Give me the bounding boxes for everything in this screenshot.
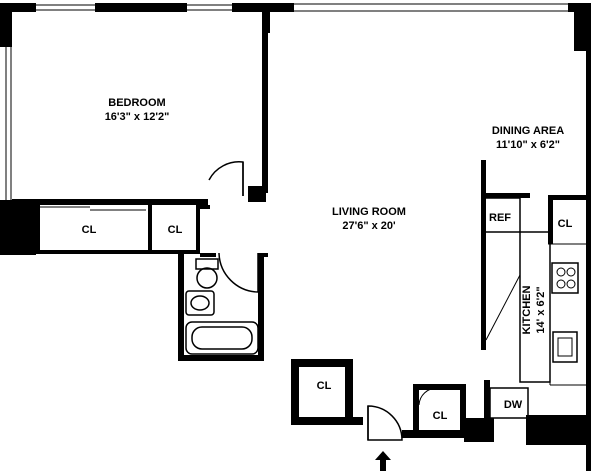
bedroom-size: 16'3" x 12'2" [105,111,170,123]
bathroom-fixtures [185,258,259,355]
kitchen-label: KITCHEN [521,286,533,335]
entry-closet-right-label: CL [433,410,448,422]
kitchen-size: 14' x 6'2" [535,286,547,333]
labels: BEDROOM 16'3" x 12'2" LIVING ROOM 27'6" … [82,97,573,422]
dining-area-label: DINING AREA [492,125,564,137]
dining-area-size: 11'10" x 6'2" [496,139,560,151]
living-room-label: LIVING ROOM [332,206,406,218]
refrigerator-label: REF [489,212,511,224]
kitchen-fixtures [483,197,586,419]
bedroom-label: BEDROOM [108,97,165,109]
walls [0,3,591,471]
bedroom-closet-1-label: CL [82,224,97,236]
entrance-arrow-icon [375,451,391,471]
dishwasher-label: DW [504,399,523,411]
living-room-size: 27'6" x 20' [342,220,396,232]
entry-closet-left-label: CL [317,380,332,392]
kitchen-closet-label: CL [558,218,573,230]
bedroom-closet-2-label: CL [168,224,183,236]
doors [208,161,521,441]
